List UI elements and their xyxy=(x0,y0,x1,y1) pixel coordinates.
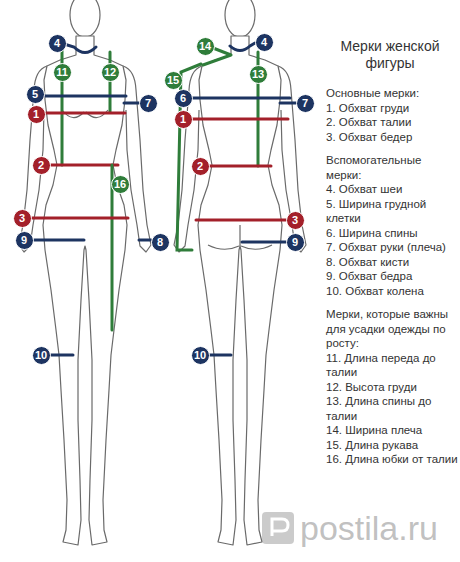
callout-number: 13 xyxy=(252,69,264,80)
note-text: 11. Длина переда до талии xyxy=(326,351,458,380)
callout-circle: 3 xyxy=(13,209,32,228)
callout-circle: 12 xyxy=(101,63,120,82)
callout-number: 1 xyxy=(33,109,39,120)
callout-circle: 10 xyxy=(191,346,210,365)
callout-circle: 2 xyxy=(191,157,210,176)
note-text: 13. Длина спины до талии xyxy=(326,394,458,423)
callout-circle: 11 xyxy=(53,63,72,82)
callout-circle: 7 xyxy=(139,94,158,113)
note-text: 9. Обхват бедра xyxy=(326,269,458,284)
callout-circle: 2 xyxy=(32,156,51,175)
callout-circle: 13 xyxy=(249,65,268,84)
callout-circle: 14 xyxy=(196,37,215,56)
note-text: 15. Длина рукава xyxy=(326,438,458,453)
callout-circle: 6 xyxy=(174,89,193,108)
legend-text-column: Основные мерки:1. Обхват груди2. Обхват … xyxy=(326,86,458,467)
callout-circle: 7 xyxy=(296,94,315,113)
callout-number: 2 xyxy=(197,161,203,172)
callout-circle: 15 xyxy=(164,71,183,90)
callout-circle: 9 xyxy=(15,231,34,250)
watermark-logo xyxy=(262,512,294,544)
note-text: 8. Обхват кисти xyxy=(326,255,458,270)
note-text: 5. Ширина грудной клетки xyxy=(326,197,458,226)
callout-number: 15 xyxy=(167,75,179,86)
callout-number: 5 xyxy=(32,89,38,100)
callout-number: 4 xyxy=(261,37,267,48)
callout-number: 4 xyxy=(54,38,60,49)
note-text: Мерки, которые важны для усадки одежды п… xyxy=(326,307,458,351)
callout-circle: 10 xyxy=(32,346,51,365)
note-text: 6. Ширина спины xyxy=(326,226,458,241)
note-text: 16. Длина юбки от талии xyxy=(326,452,458,467)
callout-number: 2 xyxy=(38,160,44,171)
callout-number: 10 xyxy=(35,350,47,361)
diagram-title: Мерки женской фигуры xyxy=(322,38,458,72)
callout-number: 14 xyxy=(199,41,211,52)
note-text: 1. Обхват груди xyxy=(326,101,458,116)
callout-number: 3 xyxy=(19,213,25,224)
callout-number: 3 xyxy=(292,215,298,226)
callout-circle: 8 xyxy=(151,233,170,252)
back-figure xyxy=(174,0,306,545)
callout-number: 7 xyxy=(145,98,151,109)
watermark: postila.ru xyxy=(300,508,438,548)
callout-circle: 5 xyxy=(26,85,45,104)
callout-number: 7 xyxy=(302,98,308,109)
note-text: Основные мерки: xyxy=(326,86,458,101)
callout-number: 10 xyxy=(194,350,206,361)
callout-circle: 16 xyxy=(111,175,130,194)
callout-number: 12 xyxy=(104,67,116,78)
callout-number: 1 xyxy=(180,114,186,125)
callout-number: 11 xyxy=(56,67,68,78)
note-text: 4. Обхват шеи xyxy=(326,182,458,197)
callout-number: 9 xyxy=(21,235,27,246)
callout-circle: 1 xyxy=(174,110,193,129)
note-text: 10. Обхват колена xyxy=(326,284,458,299)
note-text: 14. Ширина плеча xyxy=(326,423,458,438)
callout-circle: 3 xyxy=(286,211,305,230)
callout-number: 8 xyxy=(157,237,163,248)
callout-number: 16 xyxy=(114,179,126,190)
callout-circle: 9 xyxy=(286,233,305,252)
callout-number: 6 xyxy=(180,93,186,104)
callout-circle: 4 xyxy=(48,34,67,53)
callout-circle: 1 xyxy=(27,105,46,124)
note-text: 3. Обхват бедер xyxy=(326,130,458,145)
callout-circle: 4 xyxy=(255,33,274,52)
front-figure xyxy=(19,0,151,545)
measure-lines xyxy=(32,43,296,355)
note-text: 12. Высота груди xyxy=(326,380,458,395)
note-text: 7. Обхват руки (плеча) xyxy=(326,240,458,255)
note-text: Вспомогательные мерки: xyxy=(326,153,458,182)
callout-number: 9 xyxy=(292,237,298,248)
note-text: 2. Обхват талии xyxy=(326,115,458,130)
